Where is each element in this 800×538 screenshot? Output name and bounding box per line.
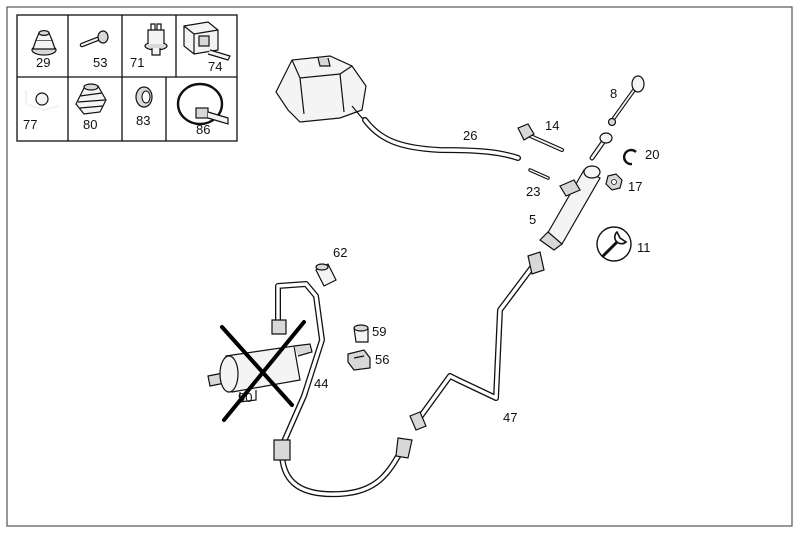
legend-number: 71 (130, 55, 144, 70)
clip-fastener-icon (144, 23, 168, 56)
callout-20: 20 (645, 147, 659, 162)
pushrod (607, 75, 645, 127)
dust-boot-icon (75, 83, 107, 115)
clutch-hose (271, 281, 413, 498)
callout-8: 8 (610, 86, 617, 101)
hex-nut (605, 173, 623, 191)
pipe-clamp-icon (25, 90, 59, 111)
legend-number: 53 (93, 55, 107, 70)
parts-legend: 29 53 71 74 77 (16, 14, 238, 142)
retaining-clip (347, 349, 371, 371)
hose-clamp-icon (176, 82, 229, 126)
legend-number: 83 (136, 113, 150, 128)
callout-44: 44 (314, 376, 328, 391)
fluid-reservoir (275, 55, 367, 123)
circlip (623, 148, 637, 166)
clutch-slave-cylinder (207, 343, 313, 403)
legend-number: 80 (83, 117, 97, 132)
bellows-grommet-icon (31, 30, 57, 56)
reservoir-hose (362, 117, 521, 161)
pressure-line (409, 251, 545, 431)
screw-icon (79, 30, 109, 48)
callout-14: 14 (545, 118, 559, 133)
legend-number: 86 (196, 122, 210, 137)
callout-26: 26 (463, 128, 477, 143)
legend-number: 74 (208, 59, 222, 74)
callout-23: 23 (526, 184, 540, 199)
pipe-sleeve (315, 263, 337, 287)
callout-17: 17 (628, 179, 642, 194)
clutch-master-cylinder (539, 132, 613, 251)
mounting-bolt (517, 123, 564, 152)
callout-56: 56 (375, 352, 389, 367)
callout-11: 11 (637, 240, 651, 255)
small-screw (528, 168, 550, 180)
rubber-grommet-icon (135, 86, 153, 108)
callout-62: 62 (333, 245, 347, 260)
diagram-frame (6, 6, 793, 527)
torque-wrench-icon (596, 226, 632, 262)
crossed-out-mark (220, 320, 306, 422)
bracket-clip-icon (183, 21, 231, 61)
rubber-bush (353, 324, 369, 343)
callout-5: 5 (529, 212, 536, 227)
legend-number: 29 (36, 55, 50, 70)
callout-59: 59 (372, 324, 386, 339)
legend-number: 77 (23, 117, 37, 132)
callout-47: 47 (503, 410, 517, 425)
